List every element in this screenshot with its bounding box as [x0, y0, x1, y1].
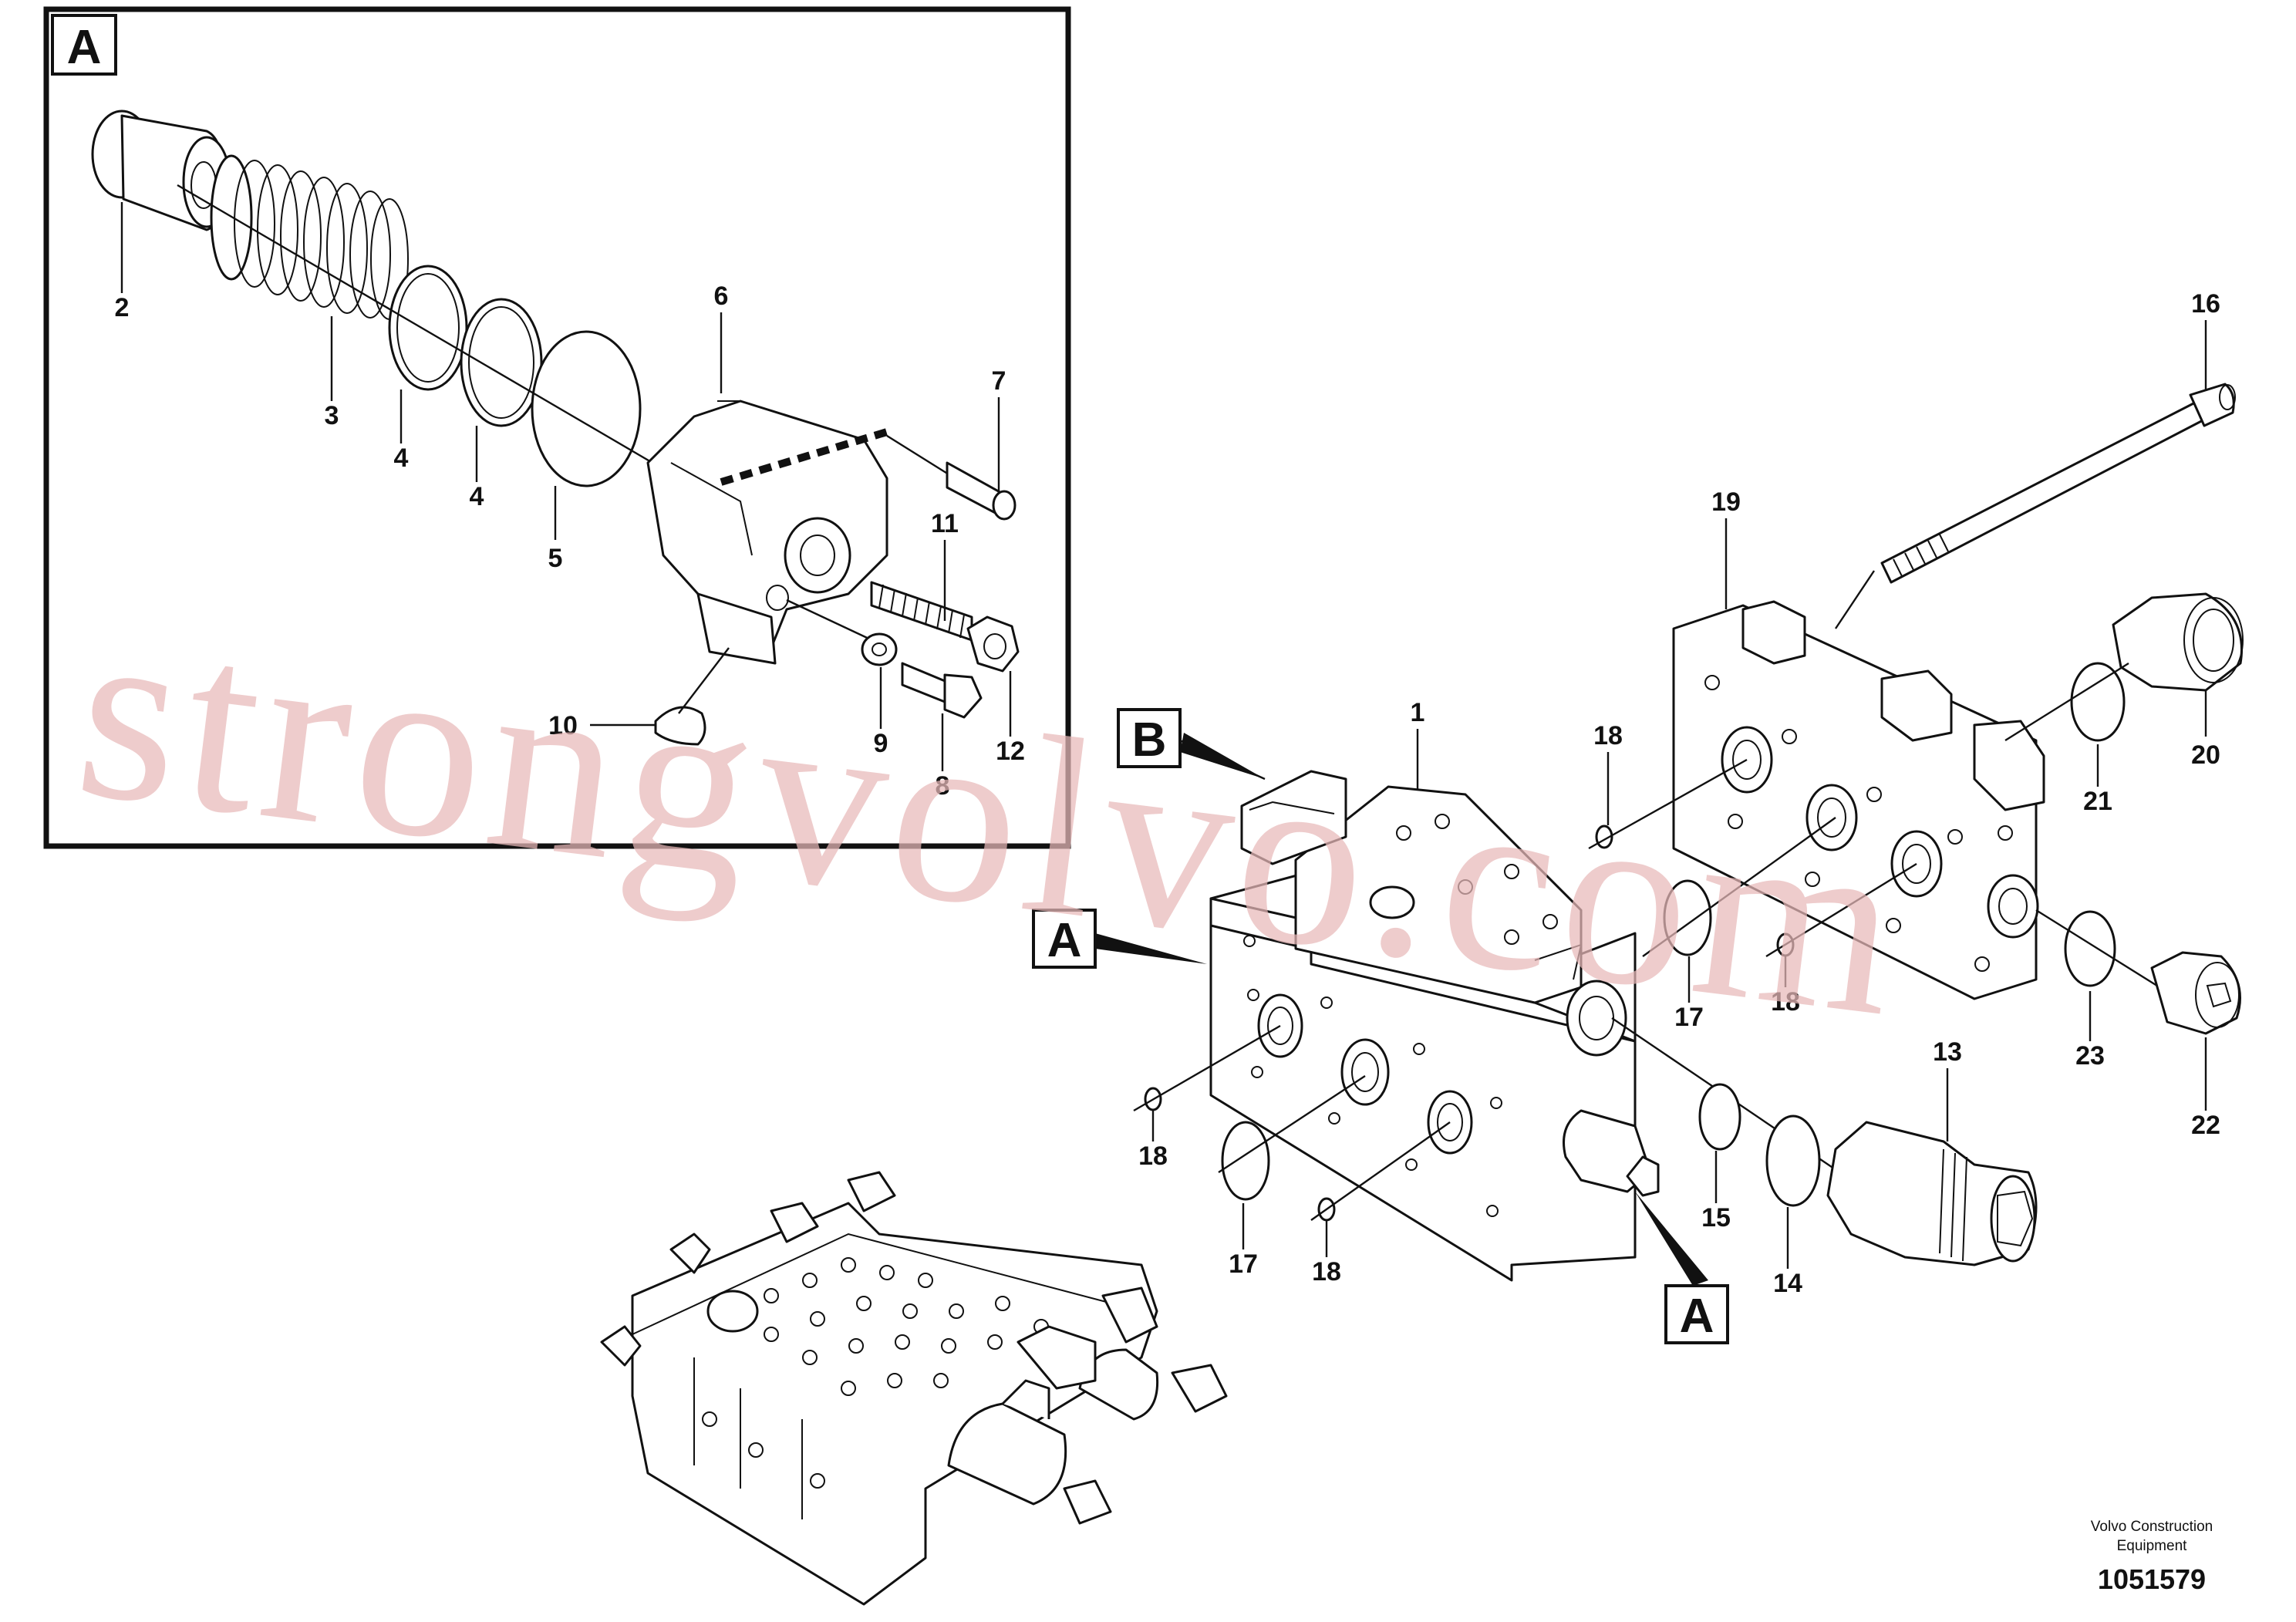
callout-16: 16 [2191, 289, 2220, 319]
section-ref-b: B [1117, 708, 1266, 781]
title-block: Volvo Construction Equipment 1051579 [2091, 1519, 2213, 1595]
callout-13: 13 [1933, 1037, 1962, 1067]
callout-22: 22 [2191, 1111, 2220, 1140]
company-line-1: Volvo Construction [2091, 1519, 2213, 1535]
part-12-nut [966, 615, 1020, 673]
callout-21: 21 [2083, 787, 2112, 816]
valve-assembly-overview [600, 1171, 1228, 1606]
part-15-o-ring [1698, 1083, 1741, 1151]
part-10-plug [654, 647, 730, 746]
callout-18-d: 18 [1312, 1257, 1341, 1286]
company-line-2: Equipment [2117, 1538, 2188, 1554]
callout-9: 9 [874, 729, 888, 758]
part-11-stud [870, 581, 973, 642]
part-17-o-ring-upper [1663, 879, 1712, 956]
part-8-bolt [901, 662, 983, 719]
part-2-sleeve [91, 110, 231, 231]
part-7-screw [886, 434, 1017, 521]
part-17-o-ring-lower [1221, 1121, 1270, 1201]
part-18-o-ring-a [1588, 752, 1748, 850]
part-13-cartridge [1826, 1121, 2038, 1266]
callout-10: 10 [548, 711, 578, 740]
detail-box-label: A [67, 21, 102, 74]
part-21-o-ring [2070, 662, 2126, 742]
callout-5: 5 [548, 544, 563, 573]
callout-12: 12 [996, 737, 1025, 766]
callout-4a: 4 [394, 443, 409, 473]
part-23-o-ring [2064, 910, 2116, 987]
callout-6: 6 [714, 282, 729, 311]
callout-17-upper: 17 [1674, 1003, 1704, 1032]
part-18-o-ring-b [1765, 862, 1917, 987]
callout-19: 19 [1711, 487, 1741, 517]
callout-23: 23 [2075, 1041, 2105, 1071]
part-9-washer [786, 599, 898, 666]
part-18-o-ring-c [1133, 1024, 1281, 1141]
drawing-number: 1051579 [2098, 1563, 2206, 1595]
callout-18-b: 18 [1771, 987, 1800, 1017]
callout-7: 7 [992, 366, 1006, 396]
callout-4b: 4 [470, 482, 484, 511]
callout-18-c: 18 [1138, 1141, 1168, 1171]
part-14-o-ring [1765, 1114, 1821, 1207]
detail-view-a: A [43, 6, 1071, 849]
callout-18-a: 18 [1593, 721, 1623, 750]
callout-8: 8 [936, 771, 950, 801]
svg-text:A: A [1047, 914, 1082, 967]
callout-3: 3 [325, 401, 339, 430]
callout-labels: 2 3 4 4 5 6 7 8 9 10 11 12 1 13 14 15 16… [115, 282, 2220, 1298]
callout-17-lower: 17 [1229, 1249, 1258, 1279]
part-18-o-ring-d [1310, 1121, 1451, 1257]
part-1-valve-section [1209, 770, 1660, 1282]
callout-15: 15 [1701, 1203, 1731, 1233]
section-ref-a-left: A [1032, 909, 1207, 969]
part-22-plug [2150, 951, 2241, 1035]
svg-text:A: A [1680, 1290, 1714, 1343]
callout-11: 11 [931, 509, 959, 538]
callout-1: 1 [1411, 698, 1425, 727]
part-5-o-ring [531, 330, 642, 487]
callout-14: 14 [1773, 1269, 1802, 1298]
callout-20: 20 [2191, 740, 2220, 770]
svg-text:B: B [1132, 713, 1167, 767]
section-ref-a-bottom: A [1635, 1192, 1729, 1344]
callout-2: 2 [115, 293, 130, 322]
part-16-long-bolt [1835, 383, 2236, 629]
part-4-shim-a [388, 265, 468, 391]
part-4-shim-b [460, 298, 543, 427]
part-6-cover [646, 400, 888, 665]
part-20-plug [2112, 592, 2244, 692]
part-3-spring [210, 154, 409, 320]
